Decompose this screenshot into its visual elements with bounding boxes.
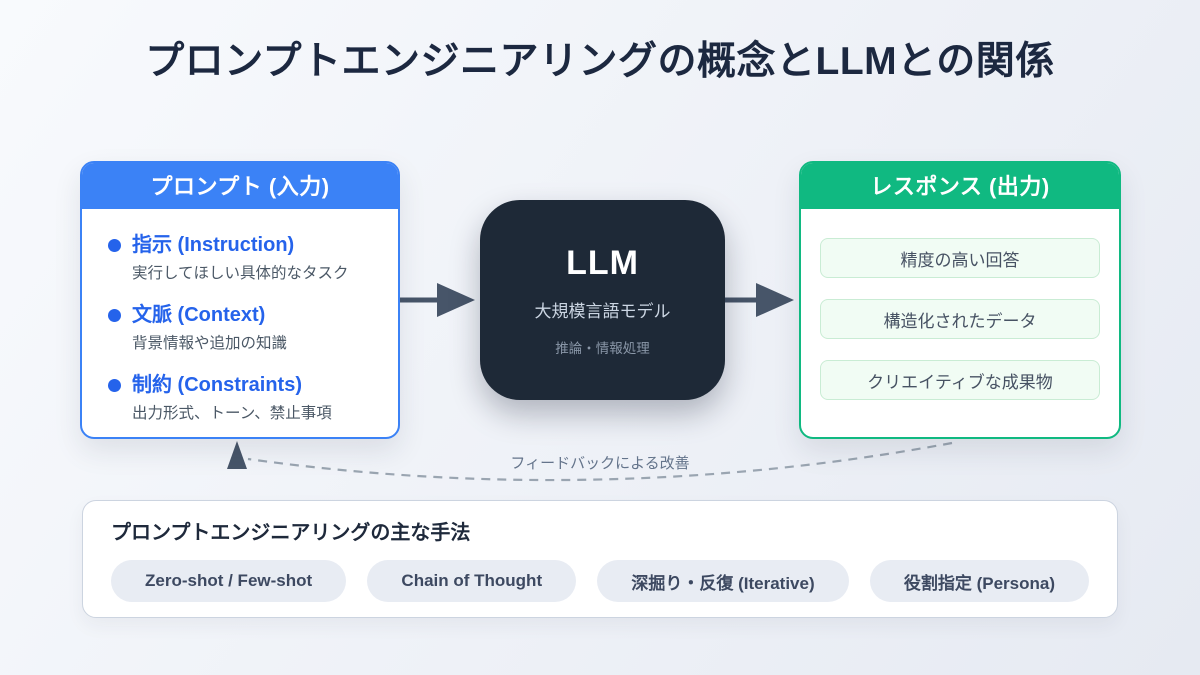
method-pill-iterative: 深掘り・反復 (Iterative) xyxy=(597,560,849,602)
prompt-item-context: 文脈 (Context) 背景情報や追加の知識 xyxy=(108,302,380,355)
bullet-icon xyxy=(108,308,121,322)
response-item: 構造化されたデータ xyxy=(820,299,1100,339)
llm-card: LLM 大規模言語モデル 推論・情報処理 xyxy=(480,200,725,400)
prompt-item-label-text: 制約 (Constraints) xyxy=(132,374,302,396)
arrow-input-to-llm-icon xyxy=(400,283,475,317)
prompt-item-instruction: 指示 (Instruction) 実行してほしい具体的なタスク xyxy=(108,232,380,285)
response-card-body: 精度の高い回答 構造化されたデータ クリエイティブな成果物 xyxy=(801,209,1119,400)
prompt-item-desc: 出力形式、トーン、禁止事項 xyxy=(132,405,332,422)
response-item: 精度の高い回答 xyxy=(820,238,1100,278)
method-pill-chain-of-thought: Chain of Thought xyxy=(367,560,577,602)
response-item: クリエイティブな成果物 xyxy=(820,360,1100,400)
prompt-item-label: 制約 (Constraints) xyxy=(108,372,380,398)
method-pill-zero-shot: Zero-shot / Few-shot xyxy=(111,560,347,602)
llm-subtitle: 大規模言語モデル xyxy=(534,301,671,321)
feedback-label: フィードバックによる改善 xyxy=(510,455,690,472)
llm-caption: 推論・情報処理 xyxy=(555,340,650,356)
prompt-item-constraints: 制約 (Constraints) 出力形式、トーン、禁止事項 xyxy=(108,372,380,425)
prompt-item-label-text: 文脈 (Context) xyxy=(132,304,266,326)
response-output-card: レスポンス (出力) 精度の高い回答 構造化されたデータ クリエイティブな成果物 xyxy=(799,161,1121,439)
prompt-card-header: プロンプト (入力) xyxy=(82,163,398,209)
prompt-item-desc: 背景情報や追加の知識 xyxy=(132,335,288,352)
prompt-item-label: 指示 (Instruction) xyxy=(108,232,380,258)
page-title: プロンプトエンジニアリングの概念とLLMとの関係 xyxy=(145,40,1055,83)
prompt-item-label-text: 指示 (Instruction) xyxy=(132,234,295,256)
bullet-icon xyxy=(108,238,121,252)
arrow-llm-to-output-icon xyxy=(719,283,794,317)
bullet-icon xyxy=(108,378,121,392)
methods-title: プロンプトエンジニアリングの主な手法 xyxy=(111,522,471,544)
prompt-input-card: プロンプト (入力) 指示 (Instruction) 実行してほしい具体的なタ… xyxy=(80,161,400,439)
prompt-item-desc: 実行してほしい具体的なタスク xyxy=(132,265,349,282)
llm-title: LLM xyxy=(566,243,639,282)
prompt-card-body: 指示 (Instruction) 実行してほしい具体的なタスク 文脈 (Cont… xyxy=(82,209,398,425)
response-card-header: レスポンス (出力) xyxy=(801,163,1119,209)
methods-pill-row: Zero-shot / Few-shot Chain of Thought 深掘… xyxy=(83,560,1117,602)
methods-card: プロンプトエンジニアリングの主な手法 Zero-shot / Few-shot … xyxy=(82,500,1118,618)
prompt-item-label: 文脈 (Context) xyxy=(108,302,380,328)
method-pill-persona: 役割指定 (Persona) xyxy=(869,560,1089,602)
